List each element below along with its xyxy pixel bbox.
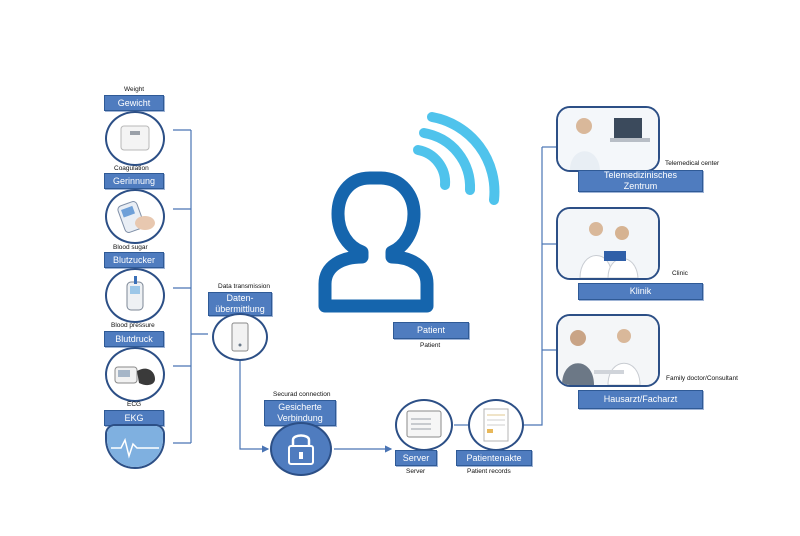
- ecg-caption: ECG: [127, 401, 142, 408]
- gateway-device-icon: [231, 322, 249, 352]
- clinic-icon: [558, 209, 658, 278]
- coagulation-label: Gerinnung: [104, 173, 164, 189]
- family-doctor-caption: Family doctor/Consultant: [666, 375, 738, 382]
- ecg-device-icon: [107, 426, 163, 467]
- secure-connection-label-line2: Verbindung: [277, 413, 323, 423]
- server-node: [395, 399, 453, 451]
- transmission-label: Daten- übermittlung: [208, 292, 272, 316]
- padlock-icon: [288, 434, 314, 465]
- telemedical-center-label-line1: Telemedizinisches: [603, 170, 678, 180]
- signal-waves-icon: [413, 112, 500, 205]
- scale-icon: [120, 125, 150, 151]
- patient-records-label: Patientenakte: [456, 450, 532, 466]
- patient-records-icon: [483, 408, 509, 442]
- patient-label: Patient: [393, 322, 469, 339]
- destination-bus: [522, 147, 543, 426]
- family-doctor-photo: [556, 314, 660, 387]
- blood-pressure-node: [105, 347, 165, 402]
- telemedical-center-photo: [556, 106, 660, 172]
- telemedical-center-caption: Telemedical center: [665, 160, 720, 167]
- secure-connection-caption: Securad connection: [273, 391, 331, 398]
- blood-pressure-monitor-icon: [114, 366, 155, 386]
- scale-node: [105, 111, 165, 166]
- connector-transmission-to-secure: [239, 358, 270, 453]
- server-caption: Server: [406, 468, 426, 475]
- family-doctor-icon: [558, 316, 658, 385]
- blood-pressure-label: Blutdruck: [104, 331, 164, 347]
- coagulation-caption: Coagulation: [114, 165, 149, 172]
- transmission-node: [212, 313, 268, 361]
- server-icon: [406, 410, 442, 438]
- family-doctor-label: Hausarzt/Facharzt: [578, 390, 703, 409]
- patient-caption: Patient: [420, 342, 441, 349]
- weight-label: Gewicht: [104, 95, 164, 111]
- transmission-label-line1: Daten-: [226, 293, 254, 303]
- telemedical-center-label-line2: Zentrum: [623, 181, 658, 191]
- blood-sugar-caption: Blood sugar: [113, 244, 148, 251]
- clinic-photo: [556, 207, 660, 280]
- blood-sugar-label: Blutzucker: [104, 252, 164, 268]
- weight-caption: Weight: [124, 86, 145, 93]
- coagulation-node: [105, 189, 165, 244]
- server-label: Server: [395, 450, 437, 466]
- telemedical-center-label: Telemedizinisches Zentrum: [578, 170, 703, 192]
- patient-figure-icon: [318, 171, 434, 313]
- patient-records-caption: Patient records: [467, 468, 511, 475]
- patient-records-node: [468, 399, 524, 451]
- clinic-label: Klinik: [578, 283, 703, 300]
- coagulation-meter-icon: [117, 201, 155, 233]
- secure-connection-label-line1: Gesicherte: [278, 402, 322, 412]
- blood-pressure-caption: Blood pressure: [111, 322, 155, 329]
- clinic-caption: Clinic: [672, 270, 688, 277]
- glucose-meter-icon: [126, 276, 144, 311]
- secure-connection-node: [270, 422, 332, 476]
- secure-connection-label: Gesicherte Verbindung: [264, 400, 336, 426]
- telemedical-center-icon: [558, 108, 658, 170]
- blood-sugar-node: [105, 268, 165, 323]
- transmission-caption: Data transmission: [218, 283, 271, 290]
- transmission-label-line2: übermittlung: [215, 304, 265, 314]
